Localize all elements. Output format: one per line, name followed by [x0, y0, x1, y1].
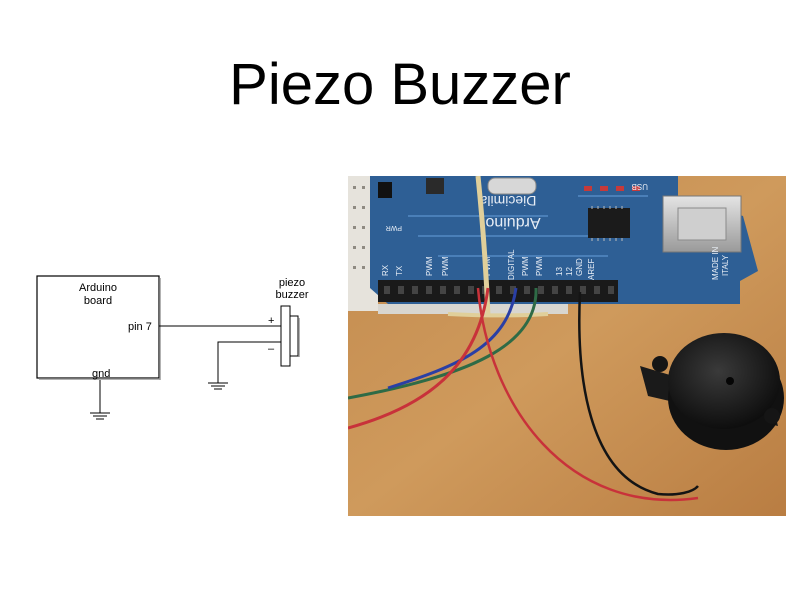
board-label-line1: Arduino: [79, 282, 117, 294]
plus-label: +: [268, 315, 274, 327]
pin-label-rx: RX: [381, 264, 390, 276]
pin-label-tx: TX: [395, 265, 404, 276]
chip-pins: [591, 206, 623, 241]
circuit-schematic: Arduino board pin 7 gnd + – piezo buzzer: [36, 275, 309, 420]
board-model: Diecimila: [479, 193, 536, 209]
icsp-header: [378, 182, 392, 198]
buzzer-mount-right: [764, 408, 780, 424]
buzzer-body: [280, 305, 291, 367]
board-origin-line1: MADE IN: [711, 246, 720, 280]
ground-symbol-wire: [208, 382, 228, 390]
usb-chip: [588, 208, 630, 238]
buzzer-body: [668, 333, 780, 429]
board-label-line2: board: [84, 295, 112, 307]
pin-label-gnd: GND: [575, 258, 584, 276]
buzzer-plate: [289, 315, 299, 357]
wire-black: [578, 291, 699, 496]
pin-label-13: 13: [555, 267, 564, 276]
board-brand: Arduino: [485, 214, 540, 231]
gnd-label: gnd: [92, 368, 110, 380]
pin-label-pwm4: PWM: [521, 256, 530, 276]
board-usb-label: USB: [632, 182, 648, 191]
minus-label: –: [268, 343, 275, 355]
usb-connector-inner: [677, 207, 727, 241]
board-origin-line2: ITALY: [721, 254, 730, 276]
arduino-board: [370, 176, 758, 304]
pin-label-pwm1: PWM: [425, 256, 434, 276]
board-bottom-edge: [378, 304, 568, 314]
crystal: [487, 177, 537, 195]
pin-label-12: 12: [565, 267, 574, 276]
ground-symbol-board: [90, 380, 110, 420]
pin-label-digital: DIGITAL: [507, 249, 516, 280]
arduino-board-box: [36, 275, 160, 379]
pin-label-aref: AREF: [587, 259, 596, 280]
board-traces: [408, 195, 648, 257]
arduino-buzzer-photo: Arduino Diecimila USB PWR MADE IN ITALY …: [348, 176, 786, 516]
reset-button: [426, 178, 444, 194]
buzzer-hole: [726, 377, 734, 385]
buzzer-label-line1: piezo: [279, 277, 305, 289]
rubber-band-lower: [447, 312, 549, 318]
wire-red-long: [476, 287, 699, 502]
slide-title: Piezo Buzzer: [229, 52, 571, 117]
buzzer-label-line2: buzzer: [275, 289, 308, 301]
pin-label-pwm5: PWM: [535, 256, 544, 276]
wire-blue: [387, 287, 518, 390]
pin-label: pin 7: [128, 321, 152, 333]
pin-label-pwm2: PWM: [441, 256, 450, 276]
wire-green: [348, 287, 538, 400]
wire-ground: [217, 341, 281, 383]
board-pwr-label: PWR: [386, 224, 402, 231]
smd-leds: [584, 186, 640, 191]
buzzer-mount-left: [652, 356, 668, 372]
